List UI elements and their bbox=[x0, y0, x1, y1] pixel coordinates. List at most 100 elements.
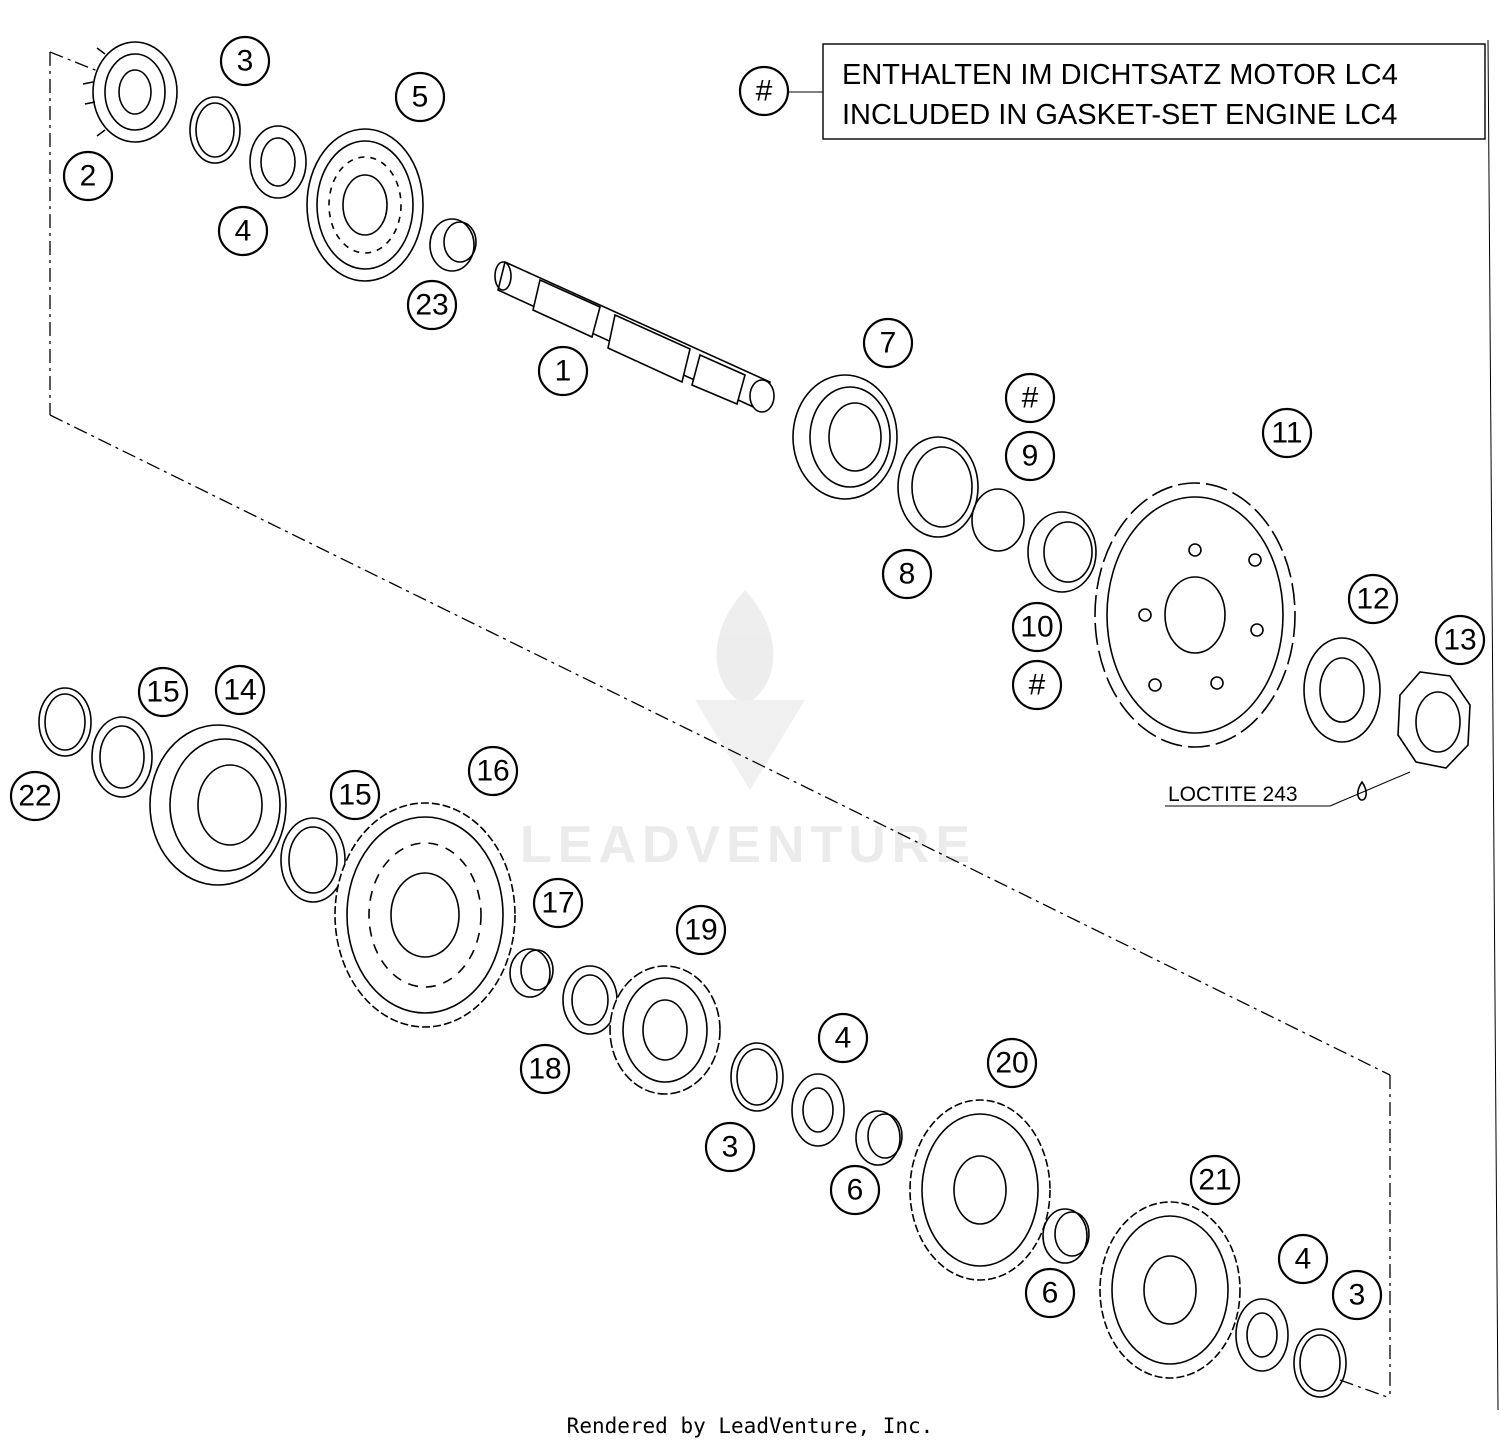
callout-c12: 12 bbox=[1347, 573, 1399, 625]
callout-c20: 20 bbox=[986, 1037, 1038, 1089]
callout-circle bbox=[1004, 430, 1056, 482]
callout-c22: 22 bbox=[9, 770, 61, 822]
callout-h3: # bbox=[1011, 659, 1063, 711]
callout-circle bbox=[1261, 407, 1313, 459]
callout-circle bbox=[1011, 659, 1063, 711]
callout-circle bbox=[467, 745, 519, 797]
callout-circle bbox=[519, 1043, 571, 1095]
callout-c3a: 3 bbox=[219, 35, 271, 87]
part-6-bushing bbox=[855, 1110, 903, 1166]
watermark-logo: LEADVENTURE bbox=[520, 590, 976, 874]
callout-c9: 9 bbox=[1004, 430, 1056, 482]
callout-c21: 21 bbox=[1189, 1154, 1241, 1206]
callout-number: 4 bbox=[1295, 1243, 1312, 1276]
part-3-circlip bbox=[189, 96, 241, 164]
callout-c10: 10 bbox=[1011, 601, 1063, 653]
callout-number: 5 bbox=[412, 81, 429, 114]
part-11-sprocket bbox=[1094, 482, 1296, 748]
callout-circle bbox=[329, 769, 381, 821]
callout-c18: 18 bbox=[519, 1043, 571, 1095]
callout-number: 13 bbox=[1443, 624, 1476, 657]
part-16-gear bbox=[334, 802, 516, 1028]
callout-number: 15 bbox=[338, 779, 371, 812]
callout-circle bbox=[862, 317, 914, 369]
callout-circle bbox=[137, 666, 189, 718]
loctite-annotation: LOCTITE 243 bbox=[1165, 771, 1411, 807]
callout-c7: 7 bbox=[862, 317, 914, 369]
callout-circle bbox=[537, 345, 589, 397]
part-18-washer bbox=[562, 965, 618, 1035]
part-14-bearing bbox=[149, 724, 287, 886]
callout-number: 20 bbox=[995, 1047, 1028, 1080]
callout-circle bbox=[817, 1012, 869, 1064]
callout-number: 14 bbox=[223, 674, 256, 707]
callout-c15b: 15 bbox=[329, 769, 381, 821]
callout-c19: 19 bbox=[675, 904, 727, 956]
callout-circle bbox=[1004, 372, 1056, 424]
callout-circle bbox=[406, 279, 458, 331]
part-5-gear bbox=[306, 128, 424, 282]
callout-number: 3 bbox=[237, 45, 254, 78]
callout-circle bbox=[62, 150, 114, 202]
part-19-gear bbox=[609, 965, 721, 1095]
callout-circle bbox=[986, 1037, 1038, 1089]
callout-number: 4 bbox=[835, 1022, 852, 1055]
callout-number: 6 bbox=[1042, 1277, 1059, 1310]
callout-c5: 5 bbox=[394, 71, 446, 123]
part-3-circlip-3 bbox=[1293, 1328, 1347, 1398]
callout-circle bbox=[9, 770, 61, 822]
callout-circle bbox=[1347, 573, 1399, 625]
callout-circle bbox=[394, 71, 446, 123]
callout-circle bbox=[217, 205, 269, 257]
callout-h1: # bbox=[738, 65, 790, 117]
part-23-bushing bbox=[429, 218, 477, 272]
callout-labels: 1233344456678910111213141515161718192021… bbox=[9, 35, 1486, 1321]
callout-number: 19 bbox=[684, 914, 717, 947]
callout-c23: 23 bbox=[406, 279, 458, 331]
callout-circle bbox=[1024, 1267, 1076, 1319]
callout-c4c: 4 bbox=[1277, 1233, 1329, 1285]
part-13-nut bbox=[1397, 671, 1471, 769]
callout-circle bbox=[704, 1121, 756, 1173]
callout-c1: 1 bbox=[537, 345, 589, 397]
loctite-label: LOCTITE 243 bbox=[1168, 783, 1298, 806]
part-22-circlip bbox=[38, 687, 92, 757]
callout-number: 2 bbox=[80, 160, 97, 193]
callout-c3b: 3 bbox=[704, 1121, 756, 1173]
callout-c14: 14 bbox=[214, 664, 266, 716]
part-4-washer-3 bbox=[1235, 1298, 1289, 1372]
callout-number: 7 bbox=[880, 327, 897, 360]
callout-number: # bbox=[1022, 382, 1039, 415]
callout-number: 3 bbox=[722, 1131, 739, 1164]
callout-circle bbox=[738, 65, 790, 117]
callout-c4a: 4 bbox=[217, 205, 269, 257]
part-1-shaft bbox=[494, 260, 775, 413]
callout-c13: 13 bbox=[1434, 614, 1486, 666]
callout-number: 9 bbox=[1022, 440, 1039, 473]
footer-credit: Rendered by LeadVenture, Inc. bbox=[566, 1414, 934, 1438]
part-12-lock-washer bbox=[1303, 637, 1381, 743]
legend-line-1: ENTHALTEN IM DICHTSATZ MOTOR LC4 bbox=[842, 59, 1398, 91]
legend-line-2: INCLUDED IN GASKET-SET ENGINE LC4 bbox=[842, 99, 1397, 131]
watermark-text: LEADVENTURE bbox=[520, 816, 976, 874]
callout-circle bbox=[675, 904, 727, 956]
callout-number: 4 bbox=[235, 215, 252, 248]
callout-c2: 2 bbox=[62, 150, 114, 202]
callout-circle bbox=[219, 35, 271, 87]
callout-number: 11 bbox=[1271, 417, 1302, 450]
callout-number: 23 bbox=[415, 289, 448, 322]
callout-circle bbox=[1434, 614, 1486, 666]
part-17-bushing bbox=[509, 948, 554, 998]
part-3-circlip-2 bbox=[730, 1042, 784, 1112]
assembly-axis-lines bbox=[49, 39, 1499, 1411]
callout-number: 21 bbox=[1198, 1164, 1231, 1197]
part-21-gear bbox=[1099, 1201, 1241, 1379]
callout-circle bbox=[1189, 1154, 1241, 1206]
callout-circle bbox=[1011, 601, 1063, 653]
callout-circle bbox=[881, 548, 933, 600]
callout-c11: 11 bbox=[1261, 407, 1313, 459]
part-7-bearing bbox=[792, 374, 898, 500]
callout-circle bbox=[829, 1164, 881, 1216]
part-4-washer bbox=[249, 125, 307, 199]
